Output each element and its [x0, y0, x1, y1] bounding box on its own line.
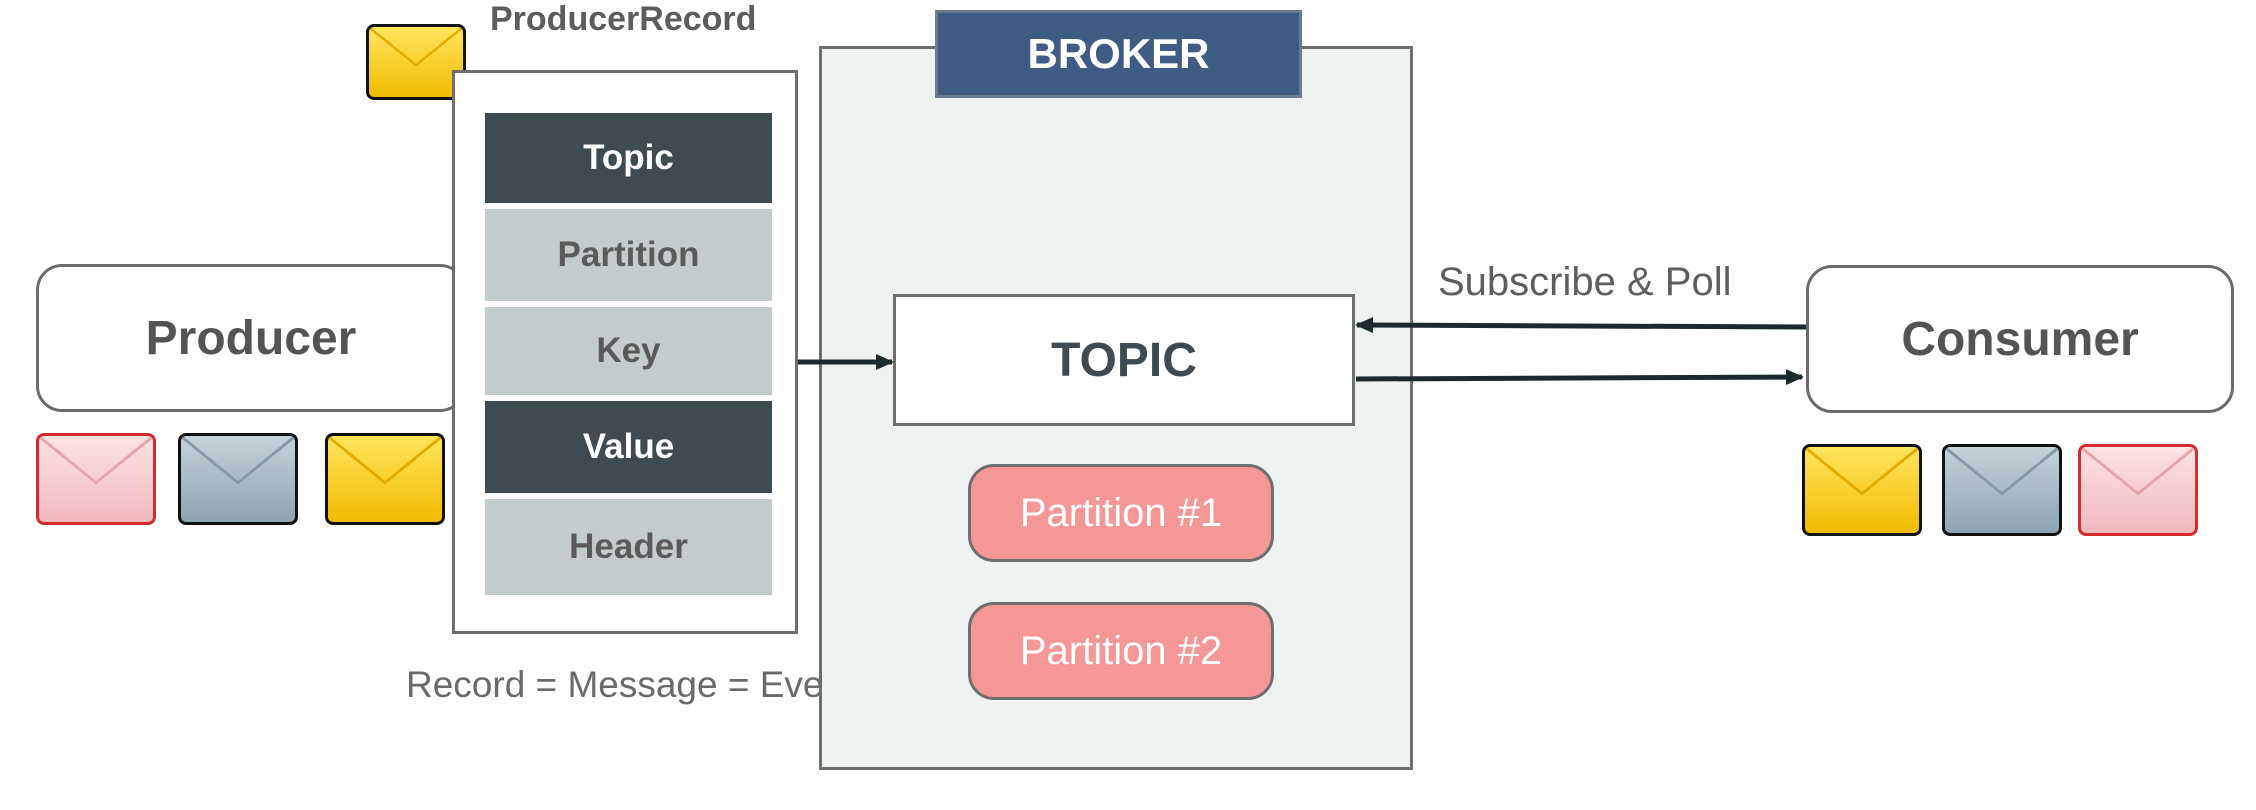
producer-record-title: ProducerRecord — [490, 0, 757, 38]
partition-2: Partition #2 — [968, 602, 1274, 700]
topic-label: TOPIC — [1051, 333, 1197, 387]
poll-arrow — [1355, 369, 1804, 386]
record-field-header: Header — [482, 496, 775, 598]
topic-box: TOPIC — [893, 294, 1355, 426]
consumer-message-envelope-icon — [1802, 444, 1922, 536]
record-field-partition: Partition — [482, 206, 775, 304]
subscribe-arrow — [1355, 317, 1807, 334]
partition-2-label: Partition #2 — [1019, 628, 1223, 673]
consumer-box: Consumer — [1806, 265, 2234, 413]
record-field-key: Key — [482, 304, 775, 398]
record-field-value: Value — [482, 398, 775, 496]
partition-1-label: Partition #1 — [1019, 490, 1223, 535]
record-caption: Record = Message = Event — [406, 664, 855, 705]
record-envelope-icon — [366, 24, 466, 100]
partition-1: Partition #1 — [968, 464, 1274, 562]
consumer-message-envelope-icon — [1942, 444, 2062, 536]
consumer-label: Consumer — [1901, 312, 2139, 366]
producer-label: Producer — [145, 311, 357, 365]
record-field-topic: Topic — [482, 110, 775, 206]
producer-message-envelope-icon — [178, 433, 298, 525]
producer-message-envelope-icon — [36, 433, 156, 525]
producer-message-envelope-icon — [325, 433, 445, 525]
subscribe-poll-label: Subscribe & Poll — [1438, 260, 1732, 304]
broker-banner: BROKER — [935, 10, 1302, 98]
consumer-message-envelope-icon — [2078, 444, 2198, 536]
producer-box: Producer — [36, 264, 466, 412]
